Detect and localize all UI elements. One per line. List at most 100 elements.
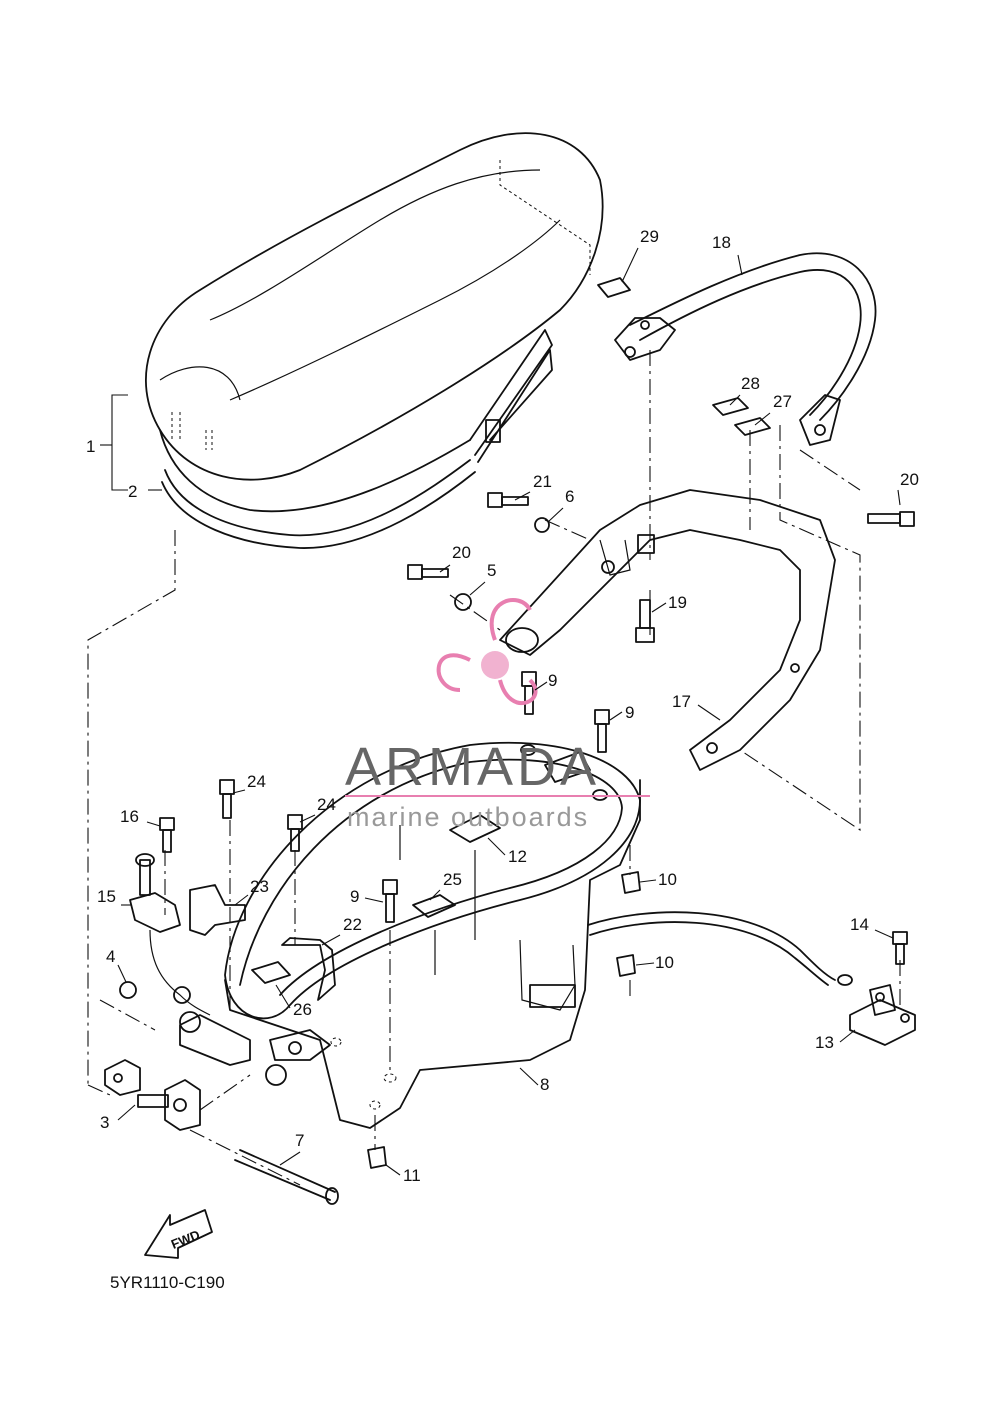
bracket-23-part [189,884,246,936]
cable-part [587,911,853,986]
callout-number-5: 5 [487,561,496,580]
bolt-9b-part [594,709,610,753]
callout-number-29: 29 [640,227,659,246]
callout-number-9: 9 [350,887,359,906]
callout-number-13: 13 [815,1033,834,1052]
callout-leader-line [639,879,657,883]
fwd-label: FWD [169,1227,202,1252]
callout-number-15: 15 [97,887,116,906]
callout-number-26: 26 [293,1000,312,1019]
callout-number-11: 11 [403,1166,421,1185]
callout-leader-line [232,789,246,794]
callout-leader-line [651,602,667,613]
callout-number-9: 9 [625,703,634,722]
label-12-part [449,814,501,843]
bolt-20a-part [407,564,449,580]
callout-number-19: 19 [668,593,687,612]
callout-number-20: 20 [900,470,919,489]
watermark-title: ARMADA [345,737,600,797]
callout-leader-line [487,837,506,856]
grommet-4-part [119,981,137,999]
watermark-subtitle: marine outboards [347,802,589,832]
hinge-3-part [104,1059,201,1131]
callout-number-24: 24 [247,772,266,791]
bolt-9c-part [382,879,398,923]
seat-part [145,132,604,549]
callout-number-9: 9 [548,671,557,690]
bolt-19-part [635,599,655,643]
callout-leader-line [146,821,161,827]
pin-7-part [234,1149,339,1205]
callout-leader-line [364,897,384,903]
callout-number-14: 14 [850,915,869,934]
callout-leader-line [737,254,743,276]
callout-number-27: 27 [773,392,792,411]
screw-16-part [159,817,175,853]
callout-number-18: 18 [712,233,731,252]
clip-11-part [367,1146,387,1169]
label-26-part [251,961,291,984]
callout-leader-line [429,889,441,901]
callout-number-21: 21 [533,472,552,491]
callout-leader-line [275,984,291,1009]
callout-number-6: 6 [565,487,574,506]
callout-number-16: 16 [120,807,139,826]
callout-leader-line [609,711,623,721]
callout-leader-line [385,1164,401,1176]
washer-6-part [534,517,550,533]
callout-leader-line [279,1151,301,1166]
callout-number-10: 10 [658,870,677,889]
grab-bar-part [614,252,877,446]
callout-number-7: 7 [295,1131,304,1150]
callout-leader-line [117,964,127,983]
callout-leader-line [874,929,894,939]
storage-box-part [179,741,641,1129]
callout-number-2: 2 [128,482,137,501]
callout-leader-line [534,681,548,691]
callout-number-12: 12 [508,847,527,866]
callout-leader-line [754,412,771,426]
callout-leader-line [439,564,451,573]
callout-leader-line [117,1104,136,1121]
bolt-24b-part [287,814,303,852]
seat-lock-part [129,853,211,1016]
bolt-20b-part [867,511,915,527]
callout-number-25: 25 [443,870,462,889]
bolt-21-part [487,492,529,508]
callout-number-20: 20 [452,543,471,562]
callout-leader-line [321,934,341,946]
callout-number-1: 1 [86,437,95,456]
fwd-arrow-icon: FWD [144,1209,213,1259]
callout-leader-line [234,894,249,906]
callout-number-23: 23 [250,877,269,896]
callout-leader-line [621,247,639,283]
latch-13-part [849,984,916,1046]
callout-number-24: 24 [317,795,336,814]
callout-leader-line [635,962,655,966]
callout-leader-line [729,394,741,406]
callout-number-4: 4 [106,947,115,966]
callout-number-10: 10 [655,953,674,972]
callout-leader-line [897,489,901,506]
callout-leader-line [469,581,486,596]
armada-logo [436,598,538,705]
screw-14-part [892,931,908,965]
bolt-24a-part [219,779,235,819]
callout-number-22: 22 [343,915,362,934]
label-29-part [597,277,631,298]
callout-number-3: 3 [100,1113,109,1132]
clip-10a-part [621,871,641,894]
callout-leader-line [519,1067,539,1086]
washer-5-part [454,593,472,611]
diagram-code: 5YR1110-C190 [110,1273,225,1292]
label-28-part [712,397,749,416]
callout-leader-line [514,491,531,501]
label-27-part [734,417,771,436]
callout-leader-line [299,814,316,823]
rear-carrier-part [499,489,836,771]
callout-leader-line [839,1029,856,1043]
callout-leader-line [547,507,564,523]
clip-10b-part [616,954,636,977]
callout-number-28: 28 [741,374,760,393]
